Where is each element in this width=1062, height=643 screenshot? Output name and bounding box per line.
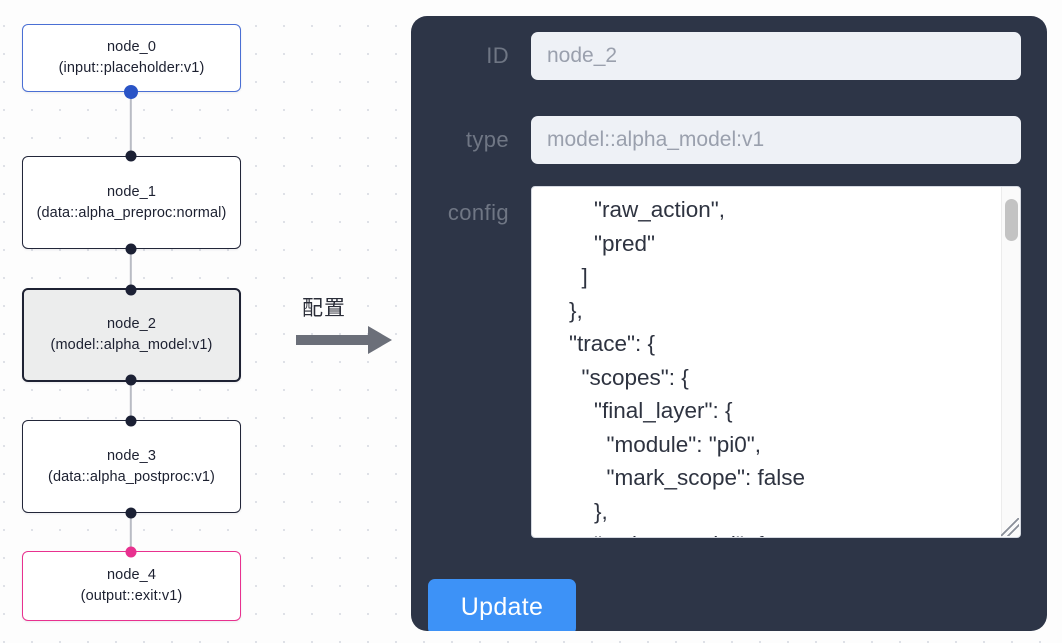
- update-button[interactable]: Update: [428, 579, 576, 631]
- node-handle-node_1-top[interactable]: [125, 150, 137, 162]
- field-row-id: ID: [411, 32, 1047, 80]
- config-textarea-wrapper[interactable]: "raw_action", "pred" ] }, "trace": { "sc…: [531, 186, 1021, 538]
- graph-node-node_1[interactable]: node_1 (data::alpha_preproc:normal): [22, 156, 241, 249]
- config-textarea[interactable]: "raw_action", "pred" ] }, "trace": { "sc…: [569, 197, 806, 537]
- node-subtitle: (data::alpha_postproc:v1): [48, 468, 215, 485]
- field-row-config: config "raw_action", "pred" ] }, "trace"…: [411, 186, 1047, 538]
- graph-node-node_2[interactable]: node_2 (model::alpha_model:v1): [22, 288, 241, 382]
- config-resize-grip-icon[interactable]: [1001, 518, 1019, 536]
- edge-node0-node1: [129, 87, 133, 161]
- config-field-label: config: [447, 200, 509, 225]
- node-handle-node_0-bottom[interactable]: [125, 86, 137, 98]
- node-properties-panel: ID type config "raw_action", "pred" ] },…: [411, 16, 1047, 631]
- node-title: node_1: [107, 183, 156, 200]
- node-handle-node_1-bottom[interactable]: [125, 243, 137, 255]
- id-field-label: ID: [486, 43, 509, 68]
- field-row-type: type: [411, 116, 1047, 164]
- id-input[interactable]: [531, 32, 1021, 80]
- graph-node-node_3[interactable]: node_3 (data::alpha_postproc:v1): [22, 420, 241, 513]
- type-field-label: type: [465, 127, 509, 152]
- node-subtitle: (model::alpha_model:v1): [50, 337, 213, 353]
- node-subtitle: (output::exit:v1): [80, 588, 183, 604]
- edge-node1-node2: [129, 244, 133, 293]
- node-handle-node_2-bottom[interactable]: [125, 374, 137, 386]
- config-scrollbar[interactable]: [1001, 187, 1020, 537]
- node-handle-node_3-bottom[interactable]: [125, 507, 137, 519]
- node-title: node_4: [107, 567, 156, 583]
- node-title: node_3: [107, 447, 156, 464]
- arrow-label: 配置: [302, 297, 346, 320]
- node-handle-node_4-top[interactable]: [125, 546, 137, 558]
- edge-node2-node3: [129, 377, 133, 425]
- node-subtitle: (input::placeholder:v1): [58, 60, 205, 76]
- config-scrollbar-thumb[interactable]: [1005, 199, 1018, 241]
- node-subtitle: (data::alpha_preproc:normal): [36, 204, 227, 221]
- node-handle-node_2-top[interactable]: [125, 284, 137, 296]
- right-arrow-icon: [296, 326, 392, 354]
- node-title: node_0: [107, 39, 156, 55]
- graph-node-node_0[interactable]: node_0 (input::placeholder:v1): [22, 24, 241, 92]
- node-title: node_2: [107, 316, 156, 332]
- edge-node3-node4: [129, 508, 133, 556]
- graph-node-node_4[interactable]: node_4 (output::exit:v1): [22, 551, 241, 621]
- type-input[interactable]: [531, 116, 1021, 164]
- config-arrow-annotation: 配置: [296, 296, 396, 358]
- node-handle-node_3-top[interactable]: [125, 415, 137, 427]
